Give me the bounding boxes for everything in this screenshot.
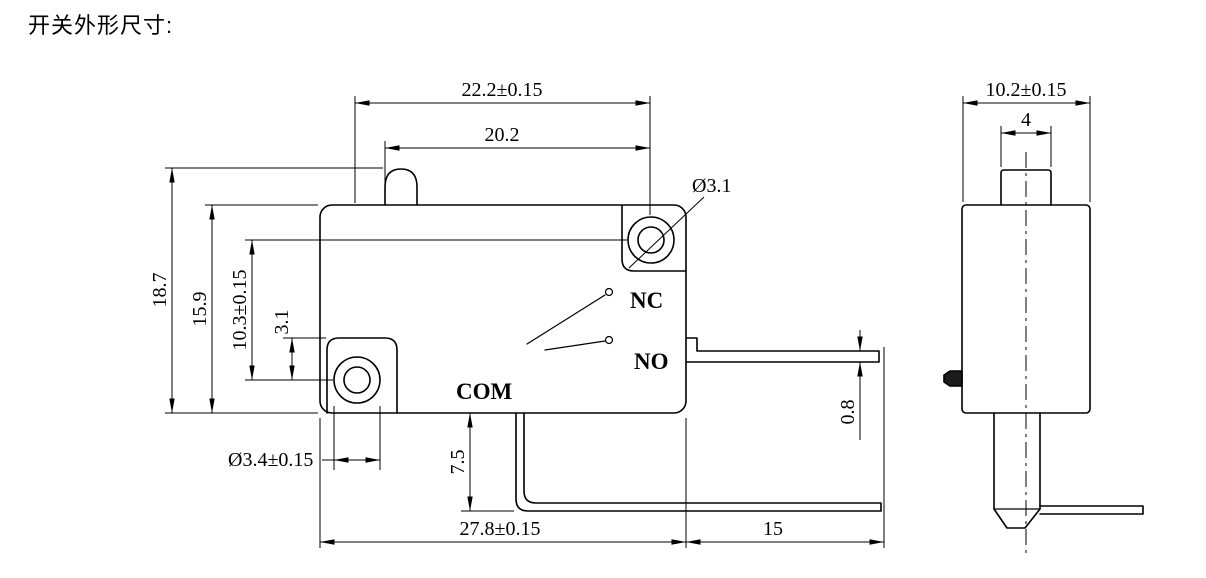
dim-top-width-label: 22.2±0.15 <box>462 79 543 101</box>
lever-line-nc <box>526 294 606 345</box>
plunger <box>384 168 418 206</box>
dim-hole-offset: 3.1 <box>271 310 326 380</box>
dim-terminal-length: 15 <box>686 347 885 548</box>
side-left-terminal <box>943 370 963 387</box>
dim-plunger-width: 4 <box>1000 109 1052 167</box>
dim-hole-bottom-dia-label: Ø3.4±0.15 <box>228 449 313 471</box>
lever-line-no <box>544 340 606 351</box>
side-view <box>943 169 1144 529</box>
bottom-hole-outer <box>333 356 381 404</box>
com-terminal <box>515 412 882 512</box>
dim-terminal-drop: 7.5 <box>447 412 514 512</box>
dim-bottom-width: 27.8±0.15 <box>319 418 687 548</box>
label-nc: NC <box>630 288 663 313</box>
dim-hole-spacing: 10.3±0.15 <box>229 239 627 381</box>
page-title: 开关外形尺寸: <box>28 13 174 38</box>
no-terminal <box>685 337 880 363</box>
dim-total-height: 18.7 <box>149 167 383 414</box>
top-hole-inner <box>637 226 665 254</box>
dim-hole-spacing-label: 10.3±0.15 <box>229 270 251 351</box>
dim-hole-top-dia-label: Ø3.1 <box>692 175 731 197</box>
bottom-hole-boss <box>326 337 398 414</box>
dim-terminal-thickness: 0.8 <box>837 330 863 440</box>
dim-hole-top-dia: Ø3.1 <box>628 175 731 269</box>
dim-depth-label: 10.2±0.15 <box>986 79 1067 101</box>
dim-top-width: 22.2±0.15 <box>354 79 651 215</box>
dim-terminal-length-label: 15 <box>763 518 783 540</box>
side-bottom-terminal <box>993 412 1041 529</box>
side-right-terminal <box>1039 505 1144 515</box>
dim-body-height-label: 15.9 <box>189 292 211 327</box>
top-hole-boss <box>621 205 686 272</box>
nc-contact-dot <box>604 287 614 297</box>
side-plunger <box>1000 169 1052 206</box>
top-hole-outer <box>627 216 675 264</box>
dim-bottom-width-label: 27.8±0.15 <box>460 518 541 540</box>
dim-hole-offset-label: 3.1 <box>271 310 293 335</box>
label-com: COM <box>456 379 513 404</box>
dim-body-height: 15.9 <box>189 204 318 413</box>
dim-depth: 10.2±0.15 <box>962 79 1091 202</box>
front-view <box>319 168 882 512</box>
dim-terminal-drop-label: 7.5 <box>447 450 469 475</box>
dim-inner-width: 20.2 <box>384 124 650 186</box>
dim-total-height-label: 18.7 <box>149 273 171 308</box>
dim-plunger-width-label: 4 <box>1021 109 1031 131</box>
label-no: NO <box>634 349 669 374</box>
dim-hole-bottom-dia: Ø3.4±0.15 <box>228 406 381 471</box>
bottom-hole-inner <box>343 366 371 394</box>
dim-terminal-thickness-label: 0.8 <box>837 400 859 425</box>
dim-inner-width-label: 20.2 <box>485 124 520 146</box>
no-contact-dot <box>604 335 614 345</box>
